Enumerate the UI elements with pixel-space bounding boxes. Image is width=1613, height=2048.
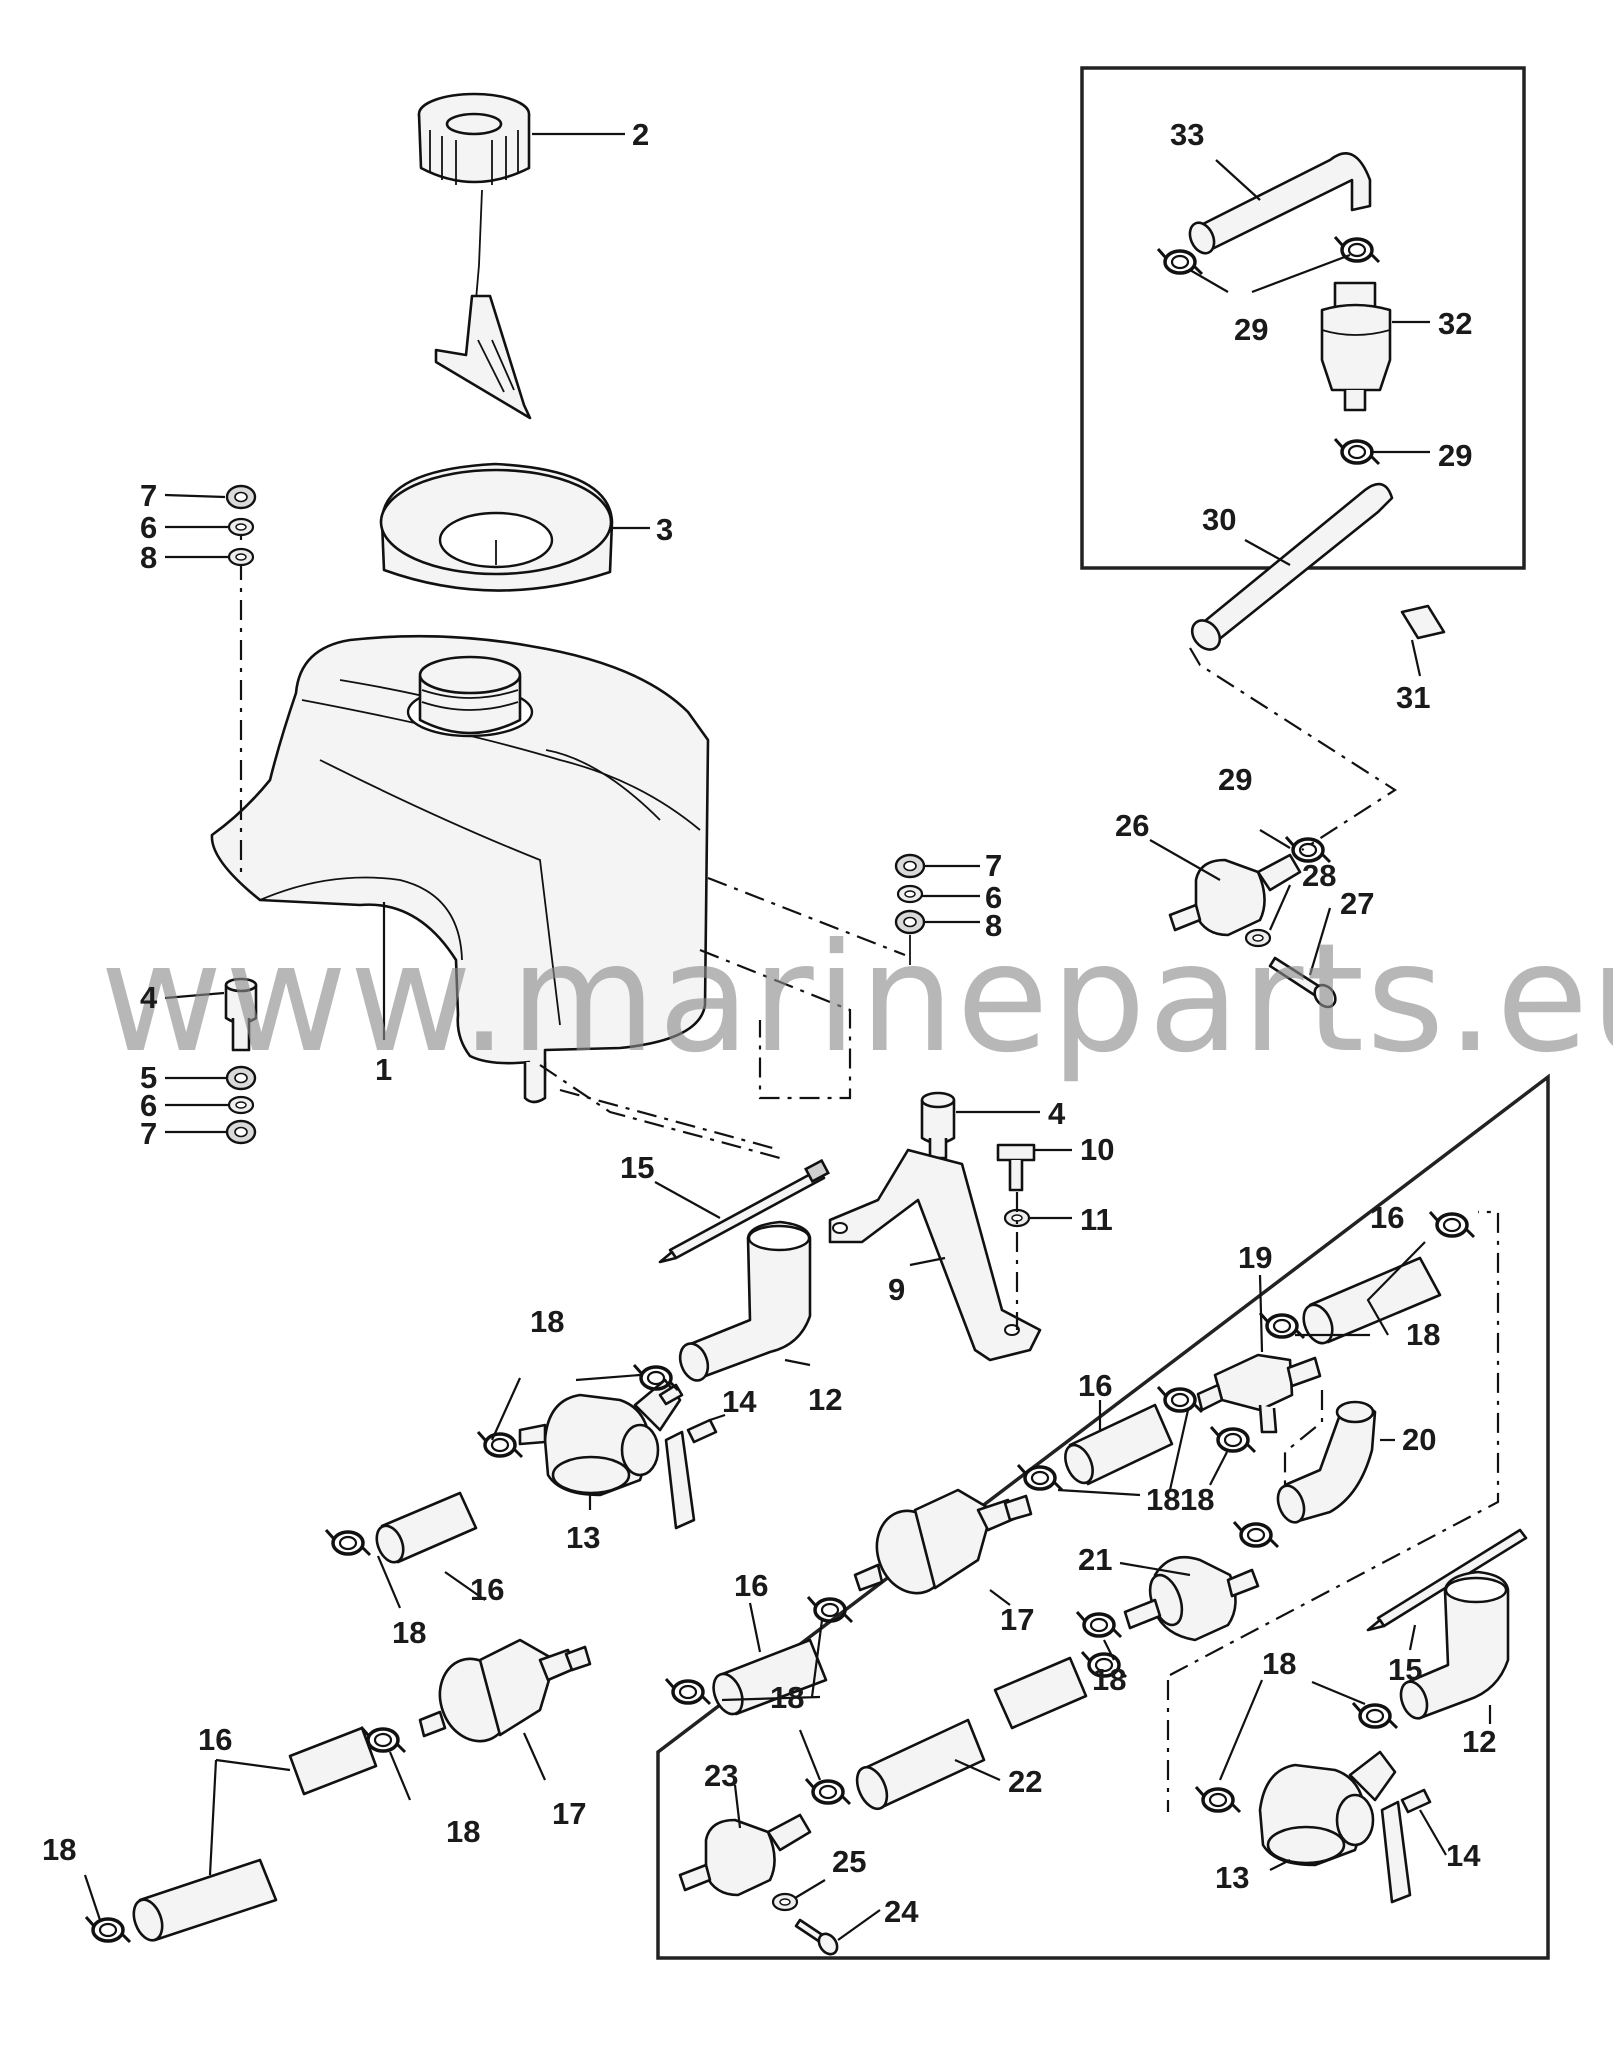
callout-18: 18 (530, 1304, 564, 1339)
callout-29: 29 (1234, 312, 1268, 347)
callout-10: 10 (1080, 1132, 1114, 1167)
callout-18: 18 (42, 1832, 76, 1867)
callout-18: 18 (392, 1615, 426, 1650)
callout-21: 21 (1078, 1542, 1112, 1577)
callout-7: 7 (985, 848, 1002, 883)
callout-31: 31 (1396, 680, 1430, 715)
callout-11: 11 (1080, 1202, 1113, 1237)
callout-18: 18 (446, 1814, 480, 1849)
callout-16: 16 (734, 1568, 768, 1603)
clamp (324, 1528, 372, 1557)
foam-ring (379, 462, 614, 592)
callout-8: 8 (985, 908, 1002, 943)
fuel-pump-left (418, 1638, 592, 1743)
callout-8: 8 (140, 540, 157, 575)
callout-18: 18 (770, 1680, 804, 1715)
callout-17: 17 (552, 1796, 586, 1831)
callout-16: 16 (1078, 1368, 1112, 1403)
callout-13: 13 (566, 1520, 600, 1555)
callout-29: 29 (1438, 438, 1472, 473)
callout-19: 19 (1238, 1240, 1272, 1275)
watermark-text: www.marineparts.eu (100, 912, 1613, 1086)
callout-22: 22 (1008, 1764, 1042, 1799)
fuel-cap-assembly (417, 92, 532, 420)
callout-26: 26 (1115, 808, 1149, 843)
callout-4: 4 (140, 980, 158, 1015)
callout-14: 14 (722, 1384, 757, 1419)
pump-kit-parts (664, 1210, 1528, 1956)
callout-27: 27 (1340, 886, 1374, 921)
clamp (84, 1915, 132, 1944)
callout-17: 17 (1000, 1602, 1034, 1637)
bracket-assembly (828, 1091, 1042, 1362)
callout-6: 6 (140, 510, 157, 545)
pump-kit-frame (656, 1073, 1550, 1960)
fuel-cock-left (518, 1378, 718, 1530)
callout-24: 24 (884, 1894, 919, 1929)
hose-left-upper (375, 1491, 478, 1564)
callout-labels: 2 3 7 6 8 1 4 5 6 7 7 6 8 4 10 11 9 15 1… (42, 117, 1496, 1929)
left-mounting-hardware (224, 484, 258, 1145)
callout-32: 32 (1438, 306, 1472, 341)
callout-2: 2 (632, 117, 649, 152)
elbow-hose-left (678, 1220, 812, 1382)
callout-18: 18 (1406, 1317, 1440, 1352)
leader-lines (83, 132, 1492, 1941)
hose-left-lower (132, 1726, 378, 1942)
callout-13: 13 (1215, 1860, 1249, 1895)
callout-16: 16 (198, 1722, 232, 1757)
callout-1: 1 (375, 1052, 392, 1087)
clamp (476, 1430, 524, 1459)
callout-16: 16 (470, 1572, 504, 1607)
outboard-kit-parts (1156, 152, 1446, 1009)
callout-33: 33 (1170, 117, 1204, 152)
fuel-flow-line-2 (559, 1088, 781, 1152)
callout-20: 20 (1402, 1422, 1436, 1457)
callout-3: 3 (656, 512, 673, 547)
callout-15: 15 (620, 1150, 654, 1185)
callout-23: 23 (704, 1758, 738, 1793)
fuel-flow-line-1 (539, 948, 852, 1160)
callout-5: 5 (140, 1060, 157, 1095)
callout-14: 14 (1446, 1838, 1481, 1873)
right-mounting-hardware (707, 853, 926, 965)
callout-6: 6 (140, 1088, 157, 1123)
callout-12: 12 (1462, 1724, 1496, 1759)
tie-strap-left (658, 1158, 830, 1264)
callout-4: 4 (1048, 1096, 1066, 1131)
callout-12: 12 (808, 1382, 842, 1417)
callout-18: 18 (1092, 1662, 1126, 1697)
callout-16: 16 (1370, 1200, 1404, 1235)
callout-15: 15 (1388, 1652, 1422, 1687)
callout-30: 30 (1202, 502, 1236, 537)
callout-9: 9 (888, 1272, 905, 1307)
fuel-tank (210, 634, 710, 1104)
callout-6: 6 (985, 880, 1002, 915)
callout-25: 25 (832, 1844, 866, 1879)
callout-7: 7 (140, 1116, 157, 1151)
callout-29: 29 (1218, 762, 1252, 797)
callout-18: 18 (1262, 1646, 1296, 1681)
callout-7: 7 (140, 478, 157, 513)
callout-18: 18 (1146, 1482, 1180, 1517)
callout-28: 28 (1302, 858, 1336, 893)
callout-18: 18 (1180, 1482, 1214, 1517)
